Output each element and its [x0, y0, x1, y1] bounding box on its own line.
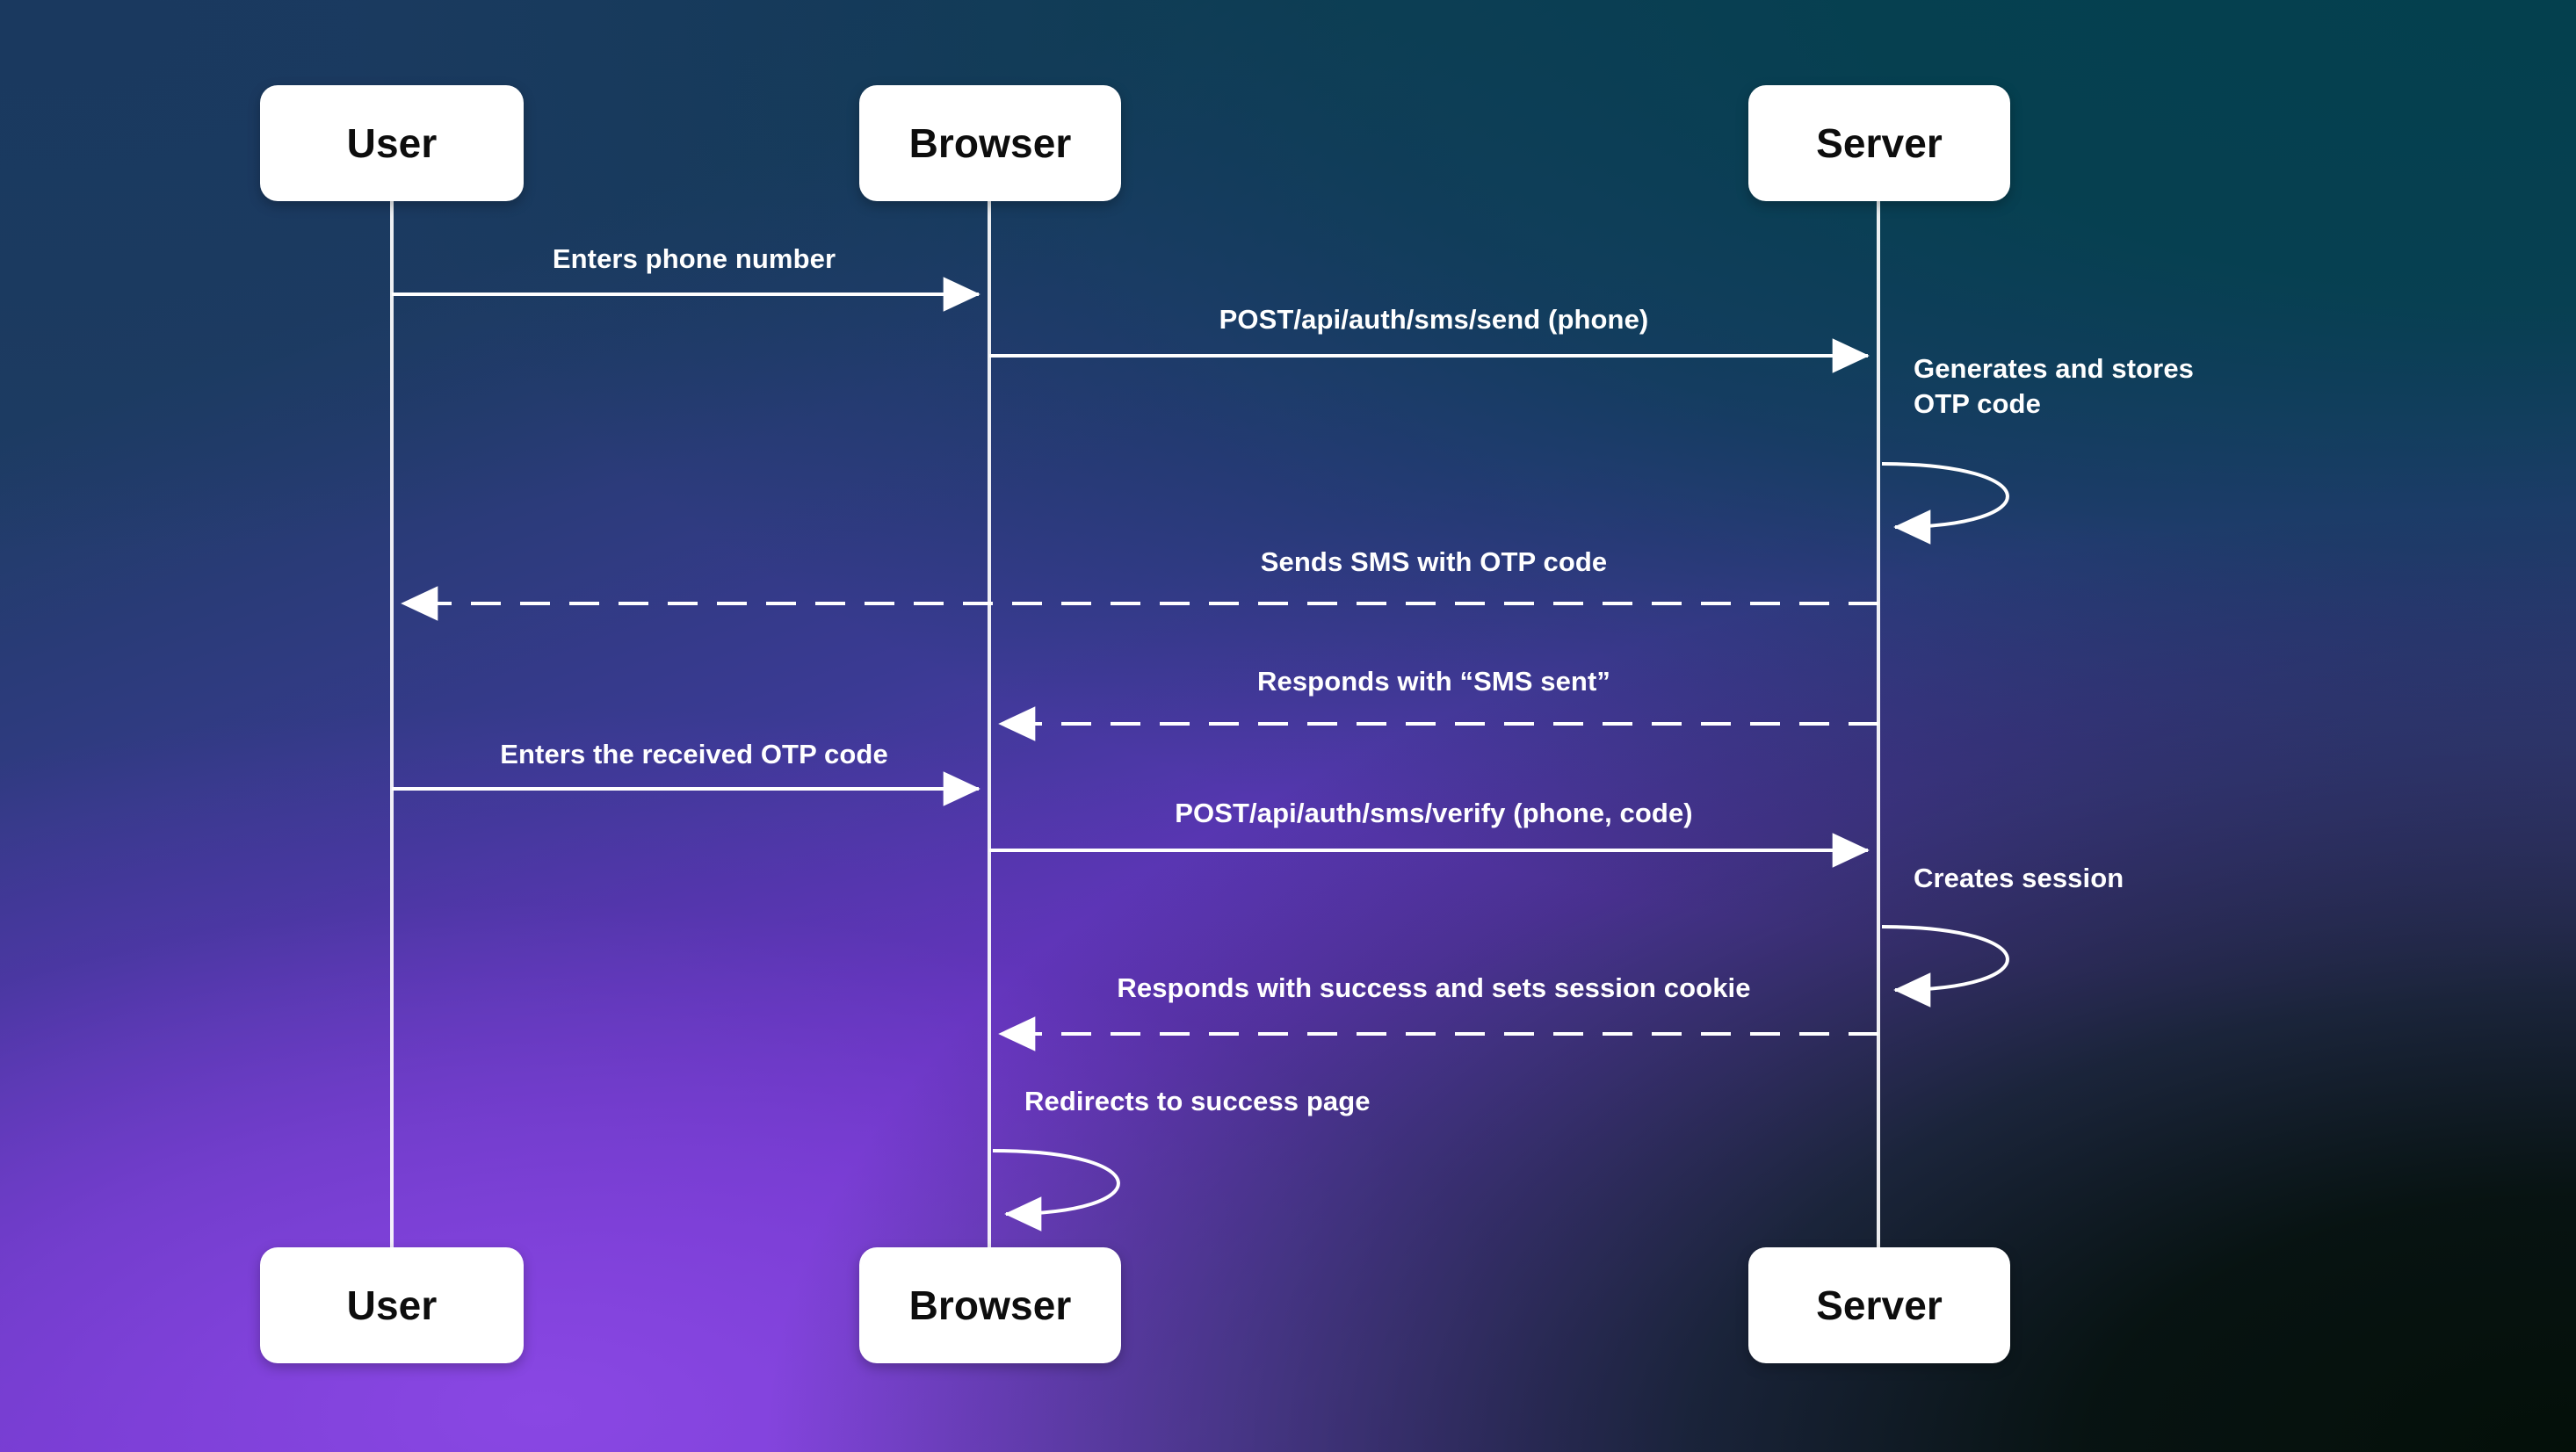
participant-label-browser-bottom: Browser: [908, 1282, 1072, 1328]
self-loop-arrow-8: [1881, 925, 2009, 1008]
self-message-label-3: Generates and stores OTP code: [1914, 353, 2195, 419]
participant-box-user-bottom[interactable]: User: [260, 1247, 524, 1363]
message-label-1: Enters phone number: [552, 243, 836, 274]
message-label-2: POST/api/auth/sms/send (phone): [1219, 304, 1649, 335]
participant-box-browser-bottom[interactable]: Browser: [859, 1247, 1121, 1363]
participant-box-server-top[interactable]: Server: [1748, 85, 2010, 201]
message-label-6: Enters the received OTP code: [500, 739, 888, 769]
participant-label-server-bottom: Server: [1816, 1282, 1943, 1328]
participant-label-user-top: User: [346, 120, 438, 166]
self-loop-arrow-3: [1881, 462, 2009, 545]
message-label-4: Sends SMS with OTP code: [1260, 546, 1608, 577]
message-label-7: POST/api/auth/sms/verify (phone, code): [1175, 798, 1693, 828]
participant-box-browser-top[interactable]: Browser: [859, 85, 1121, 201]
message-label-9: Responds with success and sets session c…: [1117, 972, 1751, 1003]
self-message-label-8: Creates session: [1914, 863, 2124, 893]
participant-box-server-bottom[interactable]: Server: [1748, 1247, 2010, 1363]
participant-label-user-bottom: User: [346, 1282, 438, 1328]
self-loop-arrow-10: [992, 1149, 1120, 1232]
participant-label-browser-top: Browser: [908, 120, 1072, 166]
participant-label-server-top: Server: [1816, 120, 1943, 166]
self-message-label-10: Redirects to success page: [1024, 1086, 1371, 1116]
participant-box-user-top[interactable]: User: [260, 85, 524, 201]
message-label-5: Responds with “SMS sent”: [1257, 666, 1610, 697]
